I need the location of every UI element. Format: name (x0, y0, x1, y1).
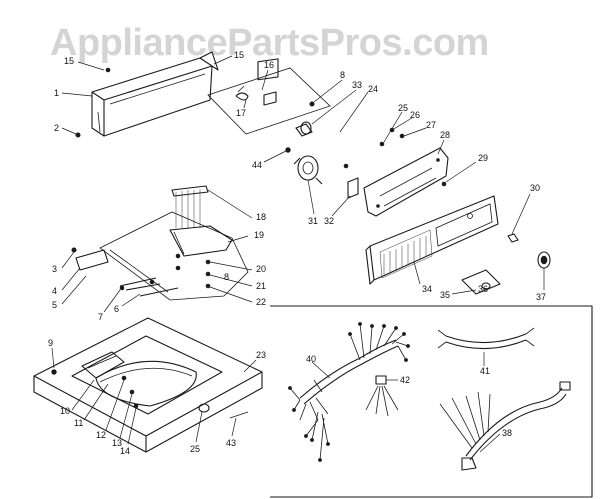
callout-11: 11 (74, 418, 83, 428)
callout-6: 6 (114, 304, 119, 314)
bracket-screw-15-left (77, 61, 105, 71)
callout-24: 24 (368, 84, 378, 94)
callout-5: 5 (52, 300, 57, 310)
callout-20: 20 (256, 264, 266, 274)
callout-10: 10 (60, 406, 70, 416)
callout-36: 36 (478, 284, 488, 294)
control-panel-plate (363, 111, 477, 217)
callout-42: 42 (400, 375, 410, 385)
console-front-panel (365, 195, 499, 285)
callout-27: 27 (426, 120, 436, 130)
callout-19: 19 (254, 230, 264, 240)
callout-3: 3 (52, 264, 57, 274)
small-bracket (451, 269, 501, 295)
callout-22: 22 (256, 297, 266, 307)
callout-30: 30 (530, 183, 540, 193)
callout-12: 12 (96, 430, 106, 440)
washer-top (33, 317, 263, 453)
callout-18: 18 (256, 212, 266, 222)
callout-16: 16 (264, 60, 274, 70)
knob-parts (507, 193, 551, 290)
callout-13: 13 (112, 438, 122, 448)
wiring-harness-inset (270, 305, 593, 498)
callout-31: 31 (308, 216, 318, 226)
console-bracket (75, 51, 219, 138)
callout-34: 34 (422, 284, 432, 294)
callout-7: 7 (98, 312, 103, 322)
lid-hinge-parts (61, 247, 179, 313)
callout-32: 32 (324, 216, 334, 226)
callout-41: 41 (480, 366, 490, 376)
callout-labels: 15 15 1 2 16 17 8 33 24 25 26 27 28 29 3… (48, 50, 546, 456)
callout-8-mid: 8 (224, 272, 229, 282)
callout-21: 21 (256, 281, 266, 291)
callout-8-top: 8 (340, 70, 345, 80)
callout-43: 43 (226, 438, 236, 448)
callout-9: 9 (48, 338, 53, 348)
callout-38: 38 (502, 428, 512, 438)
callout-29: 29 (478, 153, 488, 163)
callout-25-bottom: 25 (190, 444, 200, 454)
top-cover-outline (99, 211, 249, 301)
callout-1: 1 (54, 88, 59, 98)
callout-15-right: 15 (234, 50, 244, 60)
selector-switch (263, 147, 359, 217)
callout-33: 33 (352, 80, 362, 90)
lid-switch-bracket (169, 185, 253, 303)
callout-25-top: 25 (398, 103, 408, 113)
callout-4: 4 (52, 286, 57, 296)
callout-35: 35 (440, 290, 450, 300)
callout-28: 28 (440, 130, 450, 140)
callout-2: 2 (54, 123, 59, 133)
timer-assembly-panel (207, 58, 331, 135)
callout-15-left: 15 (64, 56, 74, 66)
callout-44: 44 (252, 160, 262, 170)
callout-17: 17 (236, 108, 246, 118)
callout-23: 23 (256, 350, 266, 360)
callout-26: 26 (410, 110, 420, 120)
callout-37: 37 (536, 292, 546, 302)
callout-40: 40 (306, 354, 316, 364)
callout-14: 14 (120, 446, 130, 456)
watermark-text: AppliancePartsPros.com (50, 22, 489, 64)
timer-motor (295, 79, 369, 137)
